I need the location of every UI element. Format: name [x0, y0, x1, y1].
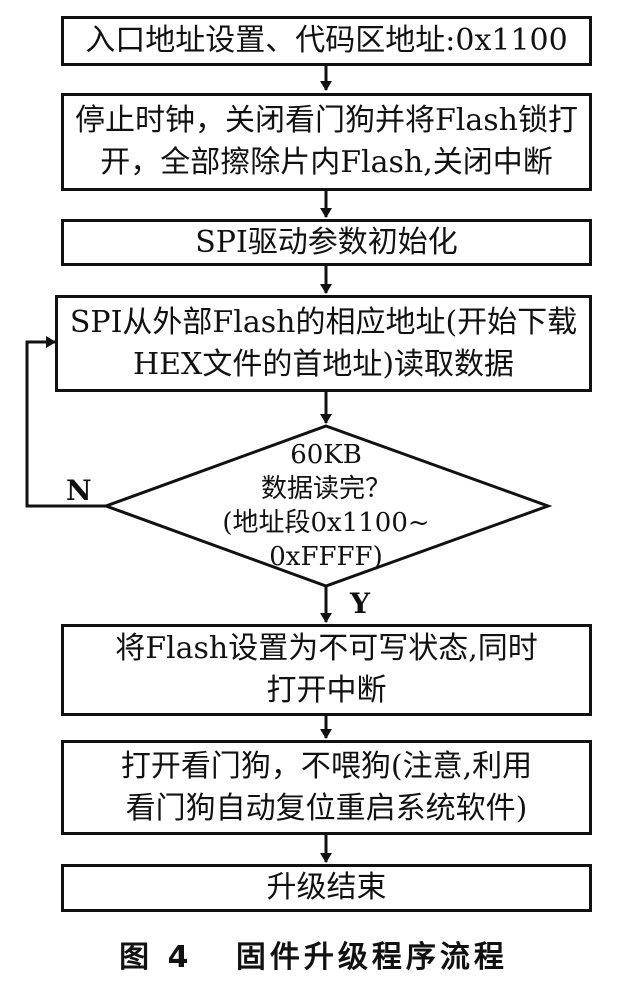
step-stop-clock-line-1: 停止时钟，关闭看门狗并将Flash锁打: [74, 103, 578, 138]
step-spi-read: SPI从外部Flash的相应地址(开始下载 HEX文件的首地址)读取数据: [55, 295, 592, 392]
step-flash-write-protect-line-1: 将Flash设置为不可写状态,同时: [115, 631, 538, 666]
loop-back-line: [25, 336, 106, 508]
figure-caption: 图 4 固件升级程序流程: [119, 940, 508, 975]
step-spi-read-line-2: HEX文件的首地址)读取数据: [132, 346, 515, 382]
decision-no-label: N: [66, 474, 92, 507]
decision-text: 60KB 数据读完？ (地址段0x1100~ 0xFFFF): [196, 438, 456, 574]
step-upgrade-end-line: 升级结束: [266, 870, 387, 905]
decision-diamond: [101, 424, 553, 588]
step-flash-write-protect: 将Flash设置为不可写状态,同时 打开中断: [61, 624, 592, 716]
step-watchdog-line-2: 看门狗自动复位重启系统软件): [125, 790, 528, 826]
decision-line-3: (地址段0x1100~: [222, 508, 430, 538]
step-entry-address: 入口地址设置、代码区地址:0x1100: [61, 16, 592, 66]
step-spi-read-line-1: SPI从外部Flash的相应地址(开始下载: [69, 304, 578, 340]
step-entry-address-line: 入口地址设置、代码区地址:0x1100: [85, 23, 568, 58]
step-spi-init-line: SPI驱动参数初始化: [195, 224, 458, 260]
step-upgrade-end: 升级结束: [61, 864, 592, 912]
step-spi-init: SPI驱动参数初始化: [61, 219, 592, 266]
step-watchdog-line-1: 打开看门狗，不喂狗(注意,利用: [120, 748, 533, 784]
step-stop-clock-line-2: 开，全部擦除片内Flash,关闭中断: [100, 145, 553, 180]
decision-line-1: 60KB: [290, 440, 362, 470]
step-flash-write-protect-line-2: 打开中断: [266, 673, 387, 708]
step-watchdog: 打开看门狗，不喂狗(注意,利用 看门狗自动复位重启系统软件): [61, 740, 592, 835]
decision-line-4: 0xFFFF): [269, 542, 383, 572]
decision-yes-label: Y: [350, 587, 370, 620]
decision-line-2: 数据读完？: [260, 474, 391, 504]
step-stop-clock: 停止时钟，关闭看门狗并将Flash锁打 开，全部擦除片内Flash,关闭中断: [61, 93, 592, 191]
